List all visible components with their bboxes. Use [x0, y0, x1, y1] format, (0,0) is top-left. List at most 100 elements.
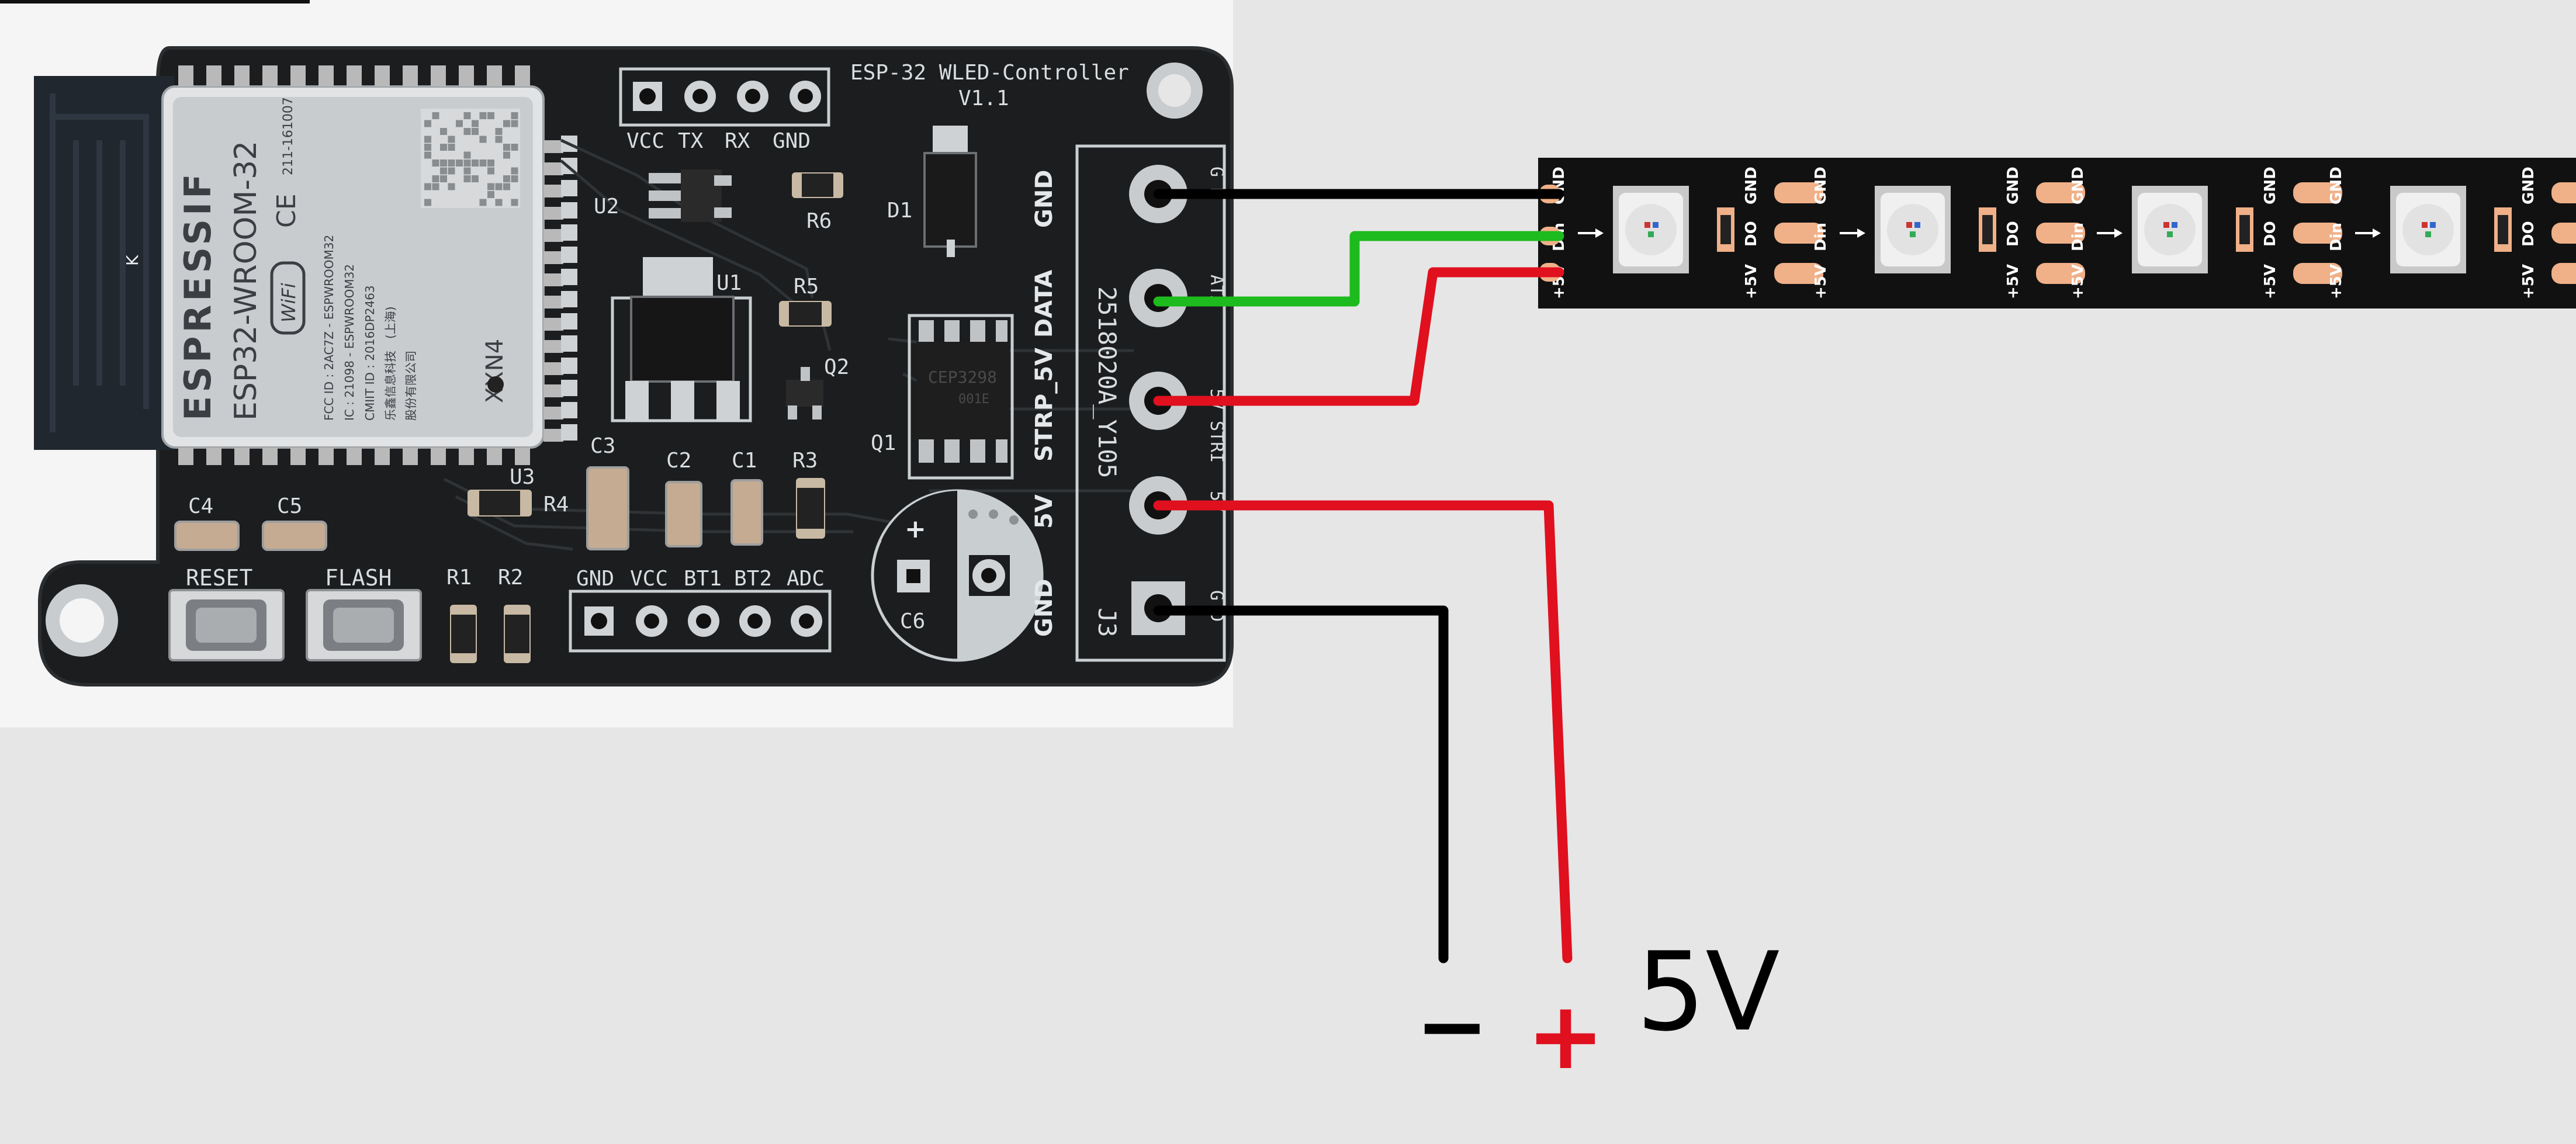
flash-button: FLASH: [306, 565, 422, 661]
reset-label: RESET: [186, 565, 252, 591]
module-code: XXN4: [482, 339, 508, 403]
module-pad: [515, 65, 530, 86]
module-pad: [290, 65, 306, 86]
wire-gnd-supply: [1153, 605, 1449, 963]
flash-label: FLASH: [325, 565, 392, 591]
c3-label: C3: [590, 434, 615, 458]
qr-cell: [448, 183, 455, 190]
qr-cell: [479, 136, 487, 143]
module-pad: [262, 65, 278, 86]
terminal-label-strp5v: STRP_5V: [1031, 348, 1058, 462]
strip-pin-do: DO: [1743, 221, 1760, 247]
header-top-rx: RX: [725, 129, 750, 153]
module-pad: [543, 362, 563, 375]
via-column: [561, 136, 577, 441]
module-pad: [543, 140, 563, 153]
module-pad: [543, 318, 563, 331]
strip-pad-gnd: [1774, 182, 1823, 203]
led-r: [2163, 222, 2169, 228]
qr-cell: [440, 175, 447, 182]
qr-cell: [479, 199, 487, 206]
module-cn-2: (上海): [383, 306, 397, 339]
qr-cell: [424, 144, 431, 151]
header-top-vcc: VCC: [626, 129, 664, 153]
qr-cell: [432, 160, 439, 167]
qr-cell: [472, 160, 479, 167]
qr-cell: [511, 112, 518, 119]
strip-resistor-body: [2498, 215, 2508, 244]
led-die: [1887, 204, 1938, 255]
module-pad: [178, 448, 193, 465]
module-pad: [290, 448, 306, 465]
qr-cell: [472, 175, 479, 182]
qr-cell: [463, 160, 471, 167]
u2-chip: U2: [594, 169, 732, 222]
module-cn-3: 股份有限公司: [404, 351, 418, 421]
led-die: [2402, 204, 2454, 255]
header-top-gnd: GND: [773, 129, 811, 153]
u1-regulator: U1: [611, 257, 752, 422]
qr-cell: [511, 175, 518, 182]
strip-arrow-head: [1857, 228, 1865, 238]
via: [561, 335, 577, 352]
wire-data: [1153, 231, 1564, 307]
c1-label: C1: [732, 449, 757, 473]
header-top-tx: TX: [678, 129, 704, 153]
qr-cell: [424, 151, 431, 159]
qr-cell: [440, 128, 447, 135]
header-bottom-bt1: BT1: [684, 567, 722, 591]
strip-pin-din: Din: [2328, 223, 2345, 251]
strip-pad-data: [2293, 223, 2342, 244]
led-b: [1653, 222, 1659, 228]
via: [561, 291, 577, 307]
qr-cell: [495, 136, 503, 143]
module-pad: [543, 429, 563, 442]
module-pads-top: [178, 65, 530, 86]
q1-label: Q1: [871, 431, 896, 455]
strip-pin-5v-out: +5V: [2520, 264, 2537, 299]
qr-cell: [448, 136, 455, 143]
module-pad: [543, 340, 563, 353]
qr-cell: [503, 183, 510, 190]
d1-diode: D1: [887, 126, 977, 257]
led-g: [1910, 231, 1916, 237]
c6-label: C6: [900, 609, 925, 633]
module-cn-1: 乐鑫信息科技: [383, 351, 397, 421]
module-pad: [543, 296, 563, 308]
strip-pin-5v: +5V: [2069, 264, 2087, 299]
r6-label: R6: [806, 209, 832, 233]
strip-pad-data: [2036, 223, 2085, 244]
qr-cell: [503, 151, 510, 159]
module-pad: [318, 65, 334, 86]
d1-label: D1: [887, 199, 912, 223]
terminal-part-number: 2518020A_Y105: [1093, 286, 1121, 479]
module-pad: [487, 65, 502, 86]
qr-cell: [487, 183, 494, 190]
strip-pin-5v-out: +5V: [1743, 264, 1760, 299]
module-cmiit: CMIIT ID : 2016DP2463: [363, 285, 377, 421]
module-pad: [206, 65, 221, 86]
module-pad: [403, 448, 418, 465]
terminal-label-gnd-2: GND: [1031, 578, 1058, 637]
led-g: [2425, 231, 2431, 237]
module-pad: [206, 448, 221, 465]
header-bottom-gnd: GND: [576, 567, 614, 591]
terminal-label-data: DATA: [1031, 270, 1058, 338]
strip-pin-do: DO: [2520, 221, 2537, 247]
strip-resistor-body: [1982, 215, 1993, 244]
qr-cell: [448, 167, 455, 175]
header-bottom-bt2: BT2: [734, 567, 772, 591]
qr-cell: [463, 112, 471, 119]
u3-label: U3: [510, 465, 535, 489]
reset-button: RESET: [168, 565, 285, 661]
module-pad: [178, 65, 193, 86]
module-pad: [431, 65, 446, 86]
qr-cell: [487, 112, 494, 119]
wire-5v-supply: [1153, 500, 1573, 963]
strip-resistor-body: [2239, 215, 2250, 244]
led-r: [2422, 222, 2428, 228]
strip-pin-din: Din: [1812, 223, 1830, 251]
module-ce: CE: [272, 193, 302, 228]
